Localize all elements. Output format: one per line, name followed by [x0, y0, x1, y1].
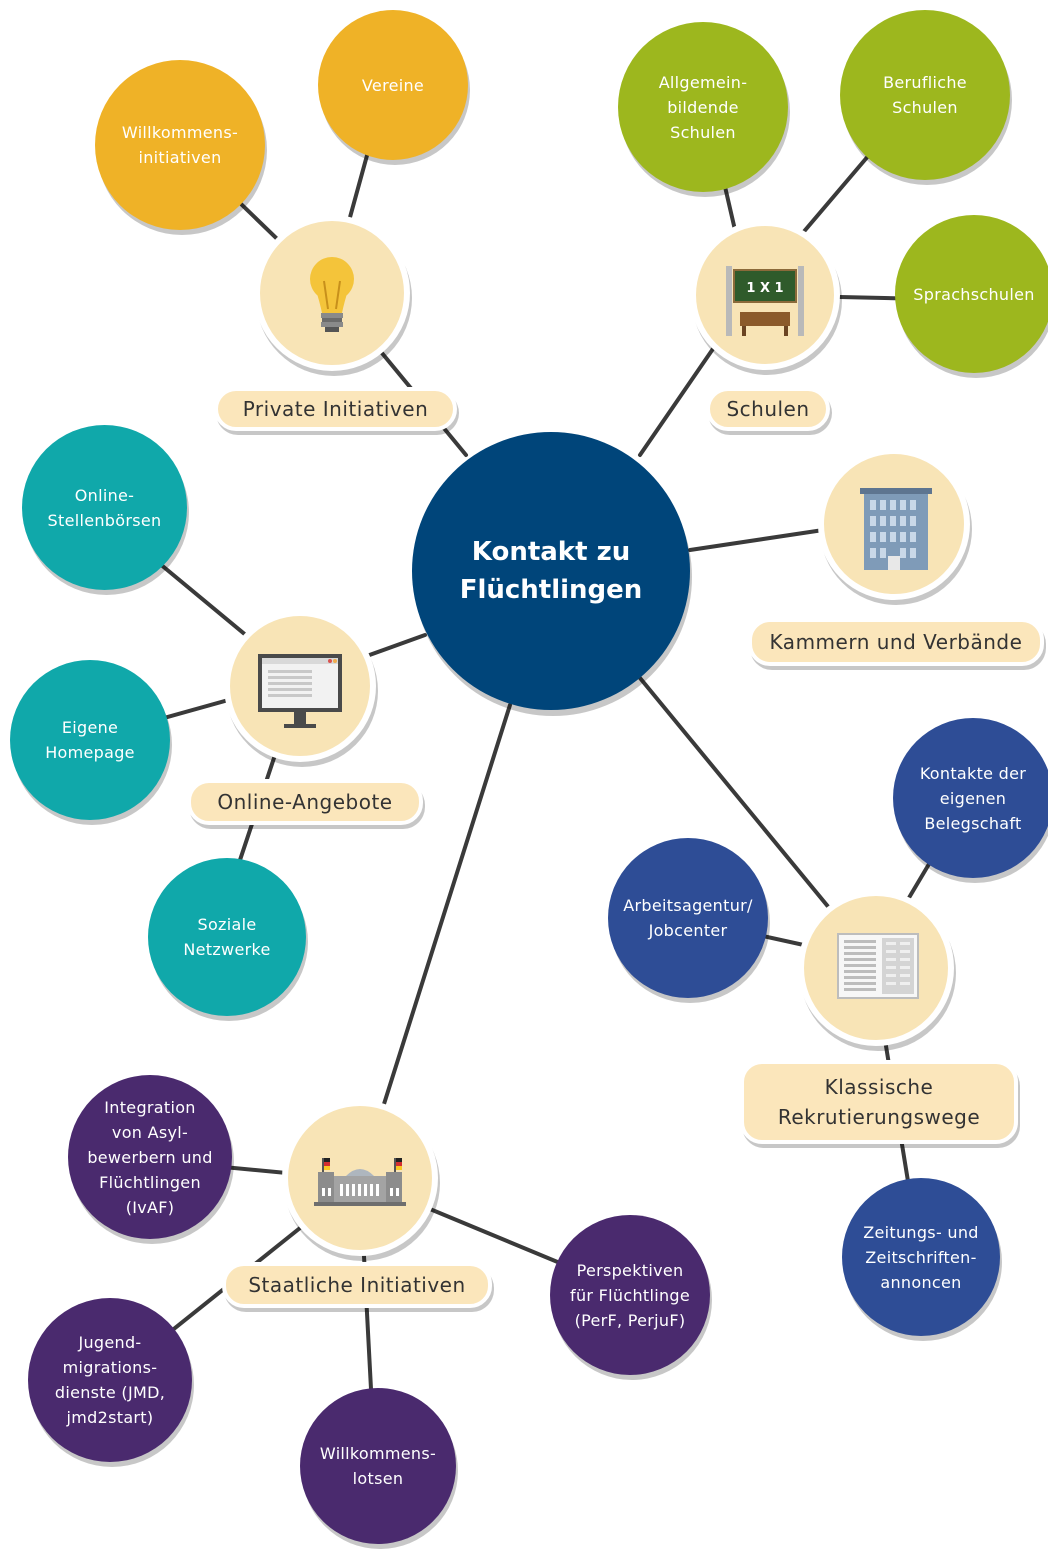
hub-private-initiativen: [254, 215, 410, 371]
label-kammern-und-verbaende: Kammern und Verbände: [748, 618, 1044, 666]
node-sprachschulen: Sprachschulen: [895, 215, 1048, 373]
hub-kammern-und-verbaende: [818, 448, 970, 600]
node-ivaf: Integration von Asyl- bewerbern und Flüc…: [68, 1075, 232, 1239]
node-vereine: Vereine: [318, 10, 468, 160]
label-klassische-rekrutierungswege: Klassische Rekrutierungswege: [740, 1060, 1018, 1144]
label-staatliche-initiativen: Staatliche Initiativen: [222, 1262, 492, 1308]
parliament-building-icon: [314, 1158, 406, 1206]
label-private-initiativen: Private Initiativen: [214, 387, 457, 431]
node-soziale-netzwerke: Soziale Netzwerke: [148, 858, 306, 1016]
light-bulb-icon: [310, 257, 354, 332]
node-willkommenslotsen: Willkommens- lotsen: [300, 1388, 456, 1544]
hub-klassische-rekrutierungswege: [798, 890, 954, 1046]
blackboard-icon: 1 X 1: [726, 266, 804, 336]
office-building-icon: [860, 488, 932, 570]
node-willkommensinitiativen: Willkommens- initiativen: [95, 60, 265, 230]
node-zeitungs-und-zeitschriftenannoncen: Zeitungs- und Zeitschriften- annoncen: [842, 1178, 1000, 1336]
node-berufliche-schulen: Berufliche Schulen: [840, 10, 1010, 180]
node-perf-perjuf: Perspektiven für Flüchtlinge (PerF, Perj…: [550, 1215, 710, 1375]
node-allgemeinbildende-schulen: Allgemein- bildende Schulen: [618, 22, 788, 192]
node-arbeitsagentur-jobcenter: Arbeitsagentur/ Jobcenter: [608, 838, 768, 998]
label-schulen: Schulen: [706, 387, 830, 431]
newspaper-icon: [837, 933, 919, 999]
hub-online-angebote: [224, 610, 376, 762]
center-topic: Kontakt zu Flüchtlingen: [412, 432, 690, 710]
board-text: 1 X 1: [746, 281, 783, 296]
node-kontakte-der-eigenen-belegschaft: Kontakte der eigenen Belegschaft: [893, 718, 1048, 878]
hub-staatliche-initiativen: [282, 1100, 438, 1256]
computer-monitor-icon: [258, 654, 342, 728]
node-jugendmigrationsdienste: Jugend- migrations- dienste (JMD, jmd2st…: [28, 1298, 192, 1462]
hub-schulen: 1 X 1: [690, 220, 840, 370]
node-eigene-homepage: Eigene Homepage: [10, 660, 170, 820]
node-online-stellenboersen: Online- Stellenbörsen: [22, 425, 187, 590]
label-online-angebote: Online-Angebote: [187, 779, 423, 825]
